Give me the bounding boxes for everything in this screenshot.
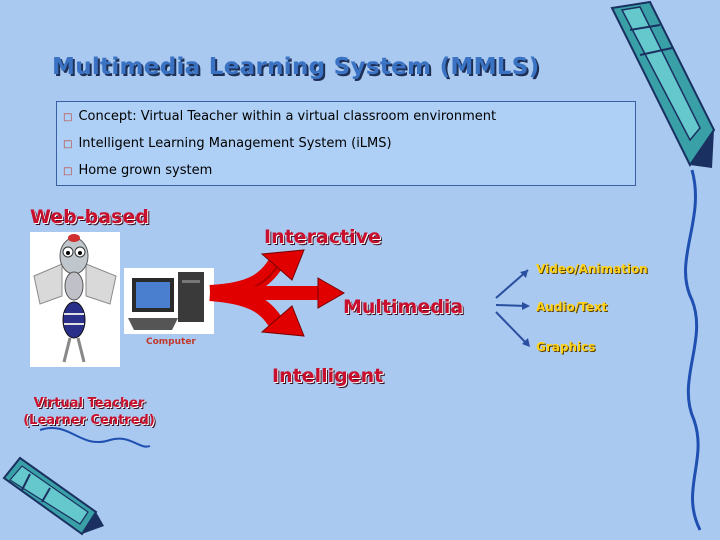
media-type-video: Video/Animation [536, 262, 648, 276]
concept-bullet: □ Intelligent Learning Management System … [63, 135, 635, 162]
red-arrows [209, 249, 346, 337]
interactive-label: Interactive [264, 226, 381, 248]
bullet-icon: □ [63, 112, 73, 123]
intelligent-label: Intelligent [272, 365, 384, 387]
concept-bullet-text: Intelligent Learning Management System (… [78, 136, 392, 151]
page-title: Multimedia Learning System (MMLS) [52, 54, 540, 80]
concept-bullet: □ Concept: Virtual Teacher within a virtu… [63, 108, 635, 135]
bullet-icon: □ [63, 139, 73, 150]
concept-bullet-text: Home grown system [78, 163, 213, 178]
multimedia-label: Multimedia [343, 296, 464, 318]
pencil-icon [2, 456, 104, 536]
concept-bullet: □ Home grown system [63, 162, 635, 189]
wavy-line [39, 427, 151, 448]
learner-centred-line: (Learner Centred) [23, 413, 155, 428]
media-type-audio: Audio/Text [536, 300, 608, 314]
virtual-teacher-line: Virtual Teacher [33, 396, 145, 411]
virtual-teacher-caption: Virtual Teacher (Learner Centred) [18, 395, 160, 429]
bullet-icon: □ [63, 166, 73, 177]
computer-label: Computer [146, 337, 196, 347]
concept-box: □ Concept: Virtual Teacher within a virtu… [56, 101, 636, 186]
pencil-icon [610, 0, 716, 168]
wavy-line [684, 169, 702, 531]
robot-teacher-icon [30, 232, 120, 367]
web-based-label: Web-based [30, 206, 149, 228]
media-arrows [495, 269, 530, 347]
concept-bullet-text: Concept: Virtual Teacher within a virtua… [78, 109, 497, 124]
computer-icon [124, 268, 214, 334]
media-type-graphics: Graphics [536, 340, 596, 354]
